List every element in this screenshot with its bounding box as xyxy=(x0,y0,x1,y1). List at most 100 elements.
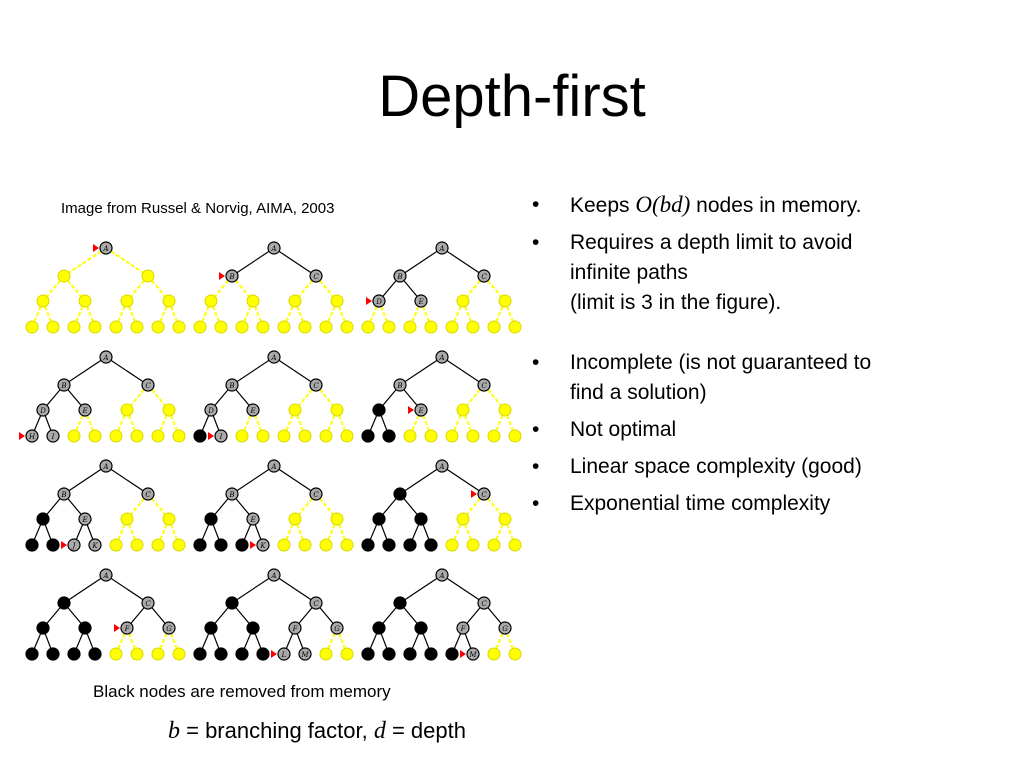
tree-node xyxy=(225,487,239,501)
bullet-text: Linear space complexity (good) xyxy=(570,455,862,478)
tree-node xyxy=(204,403,218,417)
tree-edge xyxy=(336,409,348,437)
tree-node xyxy=(151,538,165,552)
node-label: B xyxy=(396,273,402,281)
node-label: I xyxy=(219,433,223,441)
tree-node xyxy=(498,621,512,635)
tree-node xyxy=(46,320,60,334)
tree-node xyxy=(288,512,302,526)
tree-node xyxy=(309,596,323,610)
tree-node xyxy=(466,429,480,443)
node-label: B xyxy=(396,382,402,390)
tree-node xyxy=(508,320,522,334)
tree-node xyxy=(477,378,491,392)
node-label: F xyxy=(460,625,467,633)
tree-edge xyxy=(462,518,474,546)
tree-edge xyxy=(115,300,128,328)
tree-edge xyxy=(325,627,338,655)
tree-node xyxy=(487,538,501,552)
tree-node xyxy=(508,538,522,552)
tree-node xyxy=(477,269,491,283)
tree-node xyxy=(424,538,438,552)
tree-node xyxy=(88,647,102,661)
tree-node xyxy=(57,378,71,392)
tree-node xyxy=(256,429,270,443)
tree-node xyxy=(36,294,50,308)
tree-node xyxy=(78,621,92,635)
tree-edge xyxy=(115,518,128,546)
tree-node xyxy=(57,269,71,283)
tree-edge xyxy=(294,409,306,437)
bullet-dot: • xyxy=(532,193,540,216)
tree-node xyxy=(36,512,50,526)
tree-edge xyxy=(252,300,264,328)
tree-edge xyxy=(115,409,128,437)
tree-node xyxy=(382,429,396,443)
tree-node xyxy=(172,429,186,443)
tree-node xyxy=(382,647,396,661)
bullet-text: Incomplete (is not guaranteed to xyxy=(570,351,872,374)
node-label: K xyxy=(91,542,98,550)
tree-node xyxy=(235,429,249,443)
tree-edge xyxy=(420,300,432,328)
tree-node xyxy=(267,459,281,473)
tree-node xyxy=(393,596,407,610)
tree-node xyxy=(498,294,512,308)
image-credit: Image from Russel & Norvig, AIMA, 2003 xyxy=(61,200,335,217)
tree-edge xyxy=(399,247,443,277)
tree-node xyxy=(508,647,522,661)
tree-edge xyxy=(283,518,296,546)
node-label: A xyxy=(438,572,444,580)
bullet-not-optimal: • Not optimal xyxy=(528,415,1008,445)
node-label: C xyxy=(481,491,487,499)
tree-node xyxy=(130,647,144,661)
bullet-text: (limit is 3 in the figure). xyxy=(570,291,782,314)
node-label: H xyxy=(28,433,36,441)
tree-node xyxy=(57,487,71,501)
node-label: C xyxy=(313,600,319,608)
tree-edge xyxy=(462,300,474,328)
symbol-d: d xyxy=(373,718,386,744)
tree-node xyxy=(277,647,291,661)
node-label: B xyxy=(228,491,234,499)
tree-node xyxy=(372,621,386,635)
tree-node xyxy=(130,320,144,334)
tree-node xyxy=(414,621,428,635)
node-label: G xyxy=(502,625,508,633)
tree-edge xyxy=(294,300,306,328)
tree-edge xyxy=(493,300,506,328)
tree-edge xyxy=(84,300,96,328)
tree-node xyxy=(424,320,438,334)
node-label: E xyxy=(249,516,255,524)
tree-node xyxy=(141,378,155,392)
current-node-marker xyxy=(19,432,25,440)
node-label: A xyxy=(270,354,276,362)
tree-edge xyxy=(115,627,128,655)
tree-node xyxy=(382,320,396,334)
current-node-marker xyxy=(93,244,99,252)
tree-node xyxy=(309,487,323,501)
bullet-text: Requires a depth limit to avoid xyxy=(570,231,853,254)
current-node-marker xyxy=(471,490,477,498)
tree-node xyxy=(256,320,270,334)
tree-node xyxy=(277,538,291,552)
tree-node xyxy=(235,538,249,552)
tree-edge xyxy=(273,574,317,604)
tree-node xyxy=(382,538,396,552)
tree-node xyxy=(361,429,375,443)
tree-edge xyxy=(451,300,464,328)
tree-node xyxy=(340,538,354,552)
tree-edge xyxy=(367,300,380,328)
tree-node xyxy=(288,294,302,308)
tree-node xyxy=(225,596,239,610)
node-label: C xyxy=(313,273,319,281)
tree-node xyxy=(151,429,165,443)
tree-node xyxy=(298,538,312,552)
tree-node xyxy=(162,294,176,308)
tree-node xyxy=(340,320,354,334)
tree-node xyxy=(298,647,312,661)
bullet-text: Not optimal xyxy=(570,418,677,441)
node-label: A xyxy=(102,354,108,362)
